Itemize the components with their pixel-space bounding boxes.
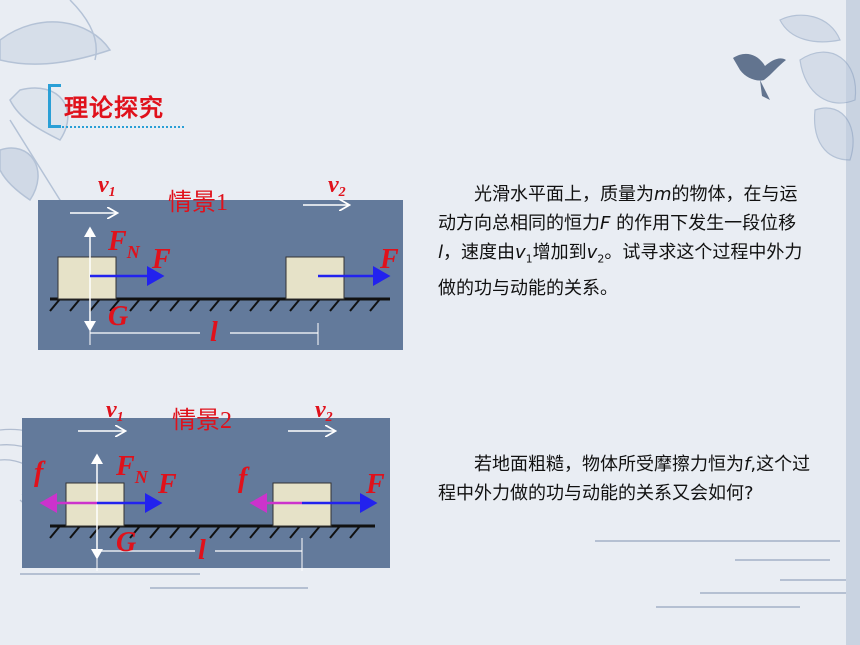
scene1-f-label-right: F: [379, 244, 399, 275]
para1-mass-symbol: m: [654, 184, 672, 205]
scene2-diagram: v1 v2 情景2 FN F F f f G l: [22, 397, 390, 571]
scene2-title: 情景2: [172, 407, 232, 434]
scene1-block-start: [57, 256, 117, 300]
scene1-block-end: [285, 256, 345, 300]
scene1-l-label: l: [210, 317, 218, 348]
svg-text:v1: v1: [98, 172, 116, 200]
scene1-v2-label: v: [328, 172, 339, 198]
scene2-block-end: [272, 482, 332, 527]
para2-friction-symbol: f: [744, 454, 751, 475]
para1-text-d: ，速度由: [443, 242, 516, 263]
scene1-v1-sub: 1: [109, 185, 116, 200]
svg-text:v2: v2: [328, 172, 346, 200]
scene2-v1-sub: 1: [117, 410, 124, 425]
para1-v1-sub: 1: [525, 252, 533, 266]
scene2-l-label: l: [198, 535, 206, 566]
para1-text-c: 的作用下发生一段位移: [610, 213, 797, 234]
scene1-v1-label: v: [98, 172, 109, 198]
para1-text-f: 。试寻求这个过程中外力做的功与动能的关系。: [438, 242, 803, 299]
svg-text:v1: v1: [106, 397, 124, 425]
svg-text:FN: FN: [107, 226, 141, 262]
title-underline: [54, 124, 184, 128]
para1-v2-symbol: v: [586, 242, 598, 263]
para2-text-a: 若地面粗糙，物体所受摩擦力恒为: [474, 454, 744, 475]
scene1-title: 情景1: [168, 189, 228, 216]
scene2-g-label: G: [116, 527, 136, 558]
title-bracket: [48, 84, 61, 128]
scene2-friction-label-right: f: [238, 463, 250, 494]
scene2-f-label-left: F: [157, 469, 177, 500]
para1-v2-sub: 2: [597, 252, 605, 266]
scene2-f-label-right: F: [365, 469, 385, 500]
scene1-fn-label: F: [107, 226, 127, 257]
scene1-diagram: v1 v2 情景1 FN F F G l: [38, 172, 403, 350]
para1-text-e: 增加到: [532, 242, 587, 263]
scene1-fn-sub: N: [126, 242, 141, 262]
scene2-fn-sub: N: [134, 467, 149, 487]
scene1-f-label-left: F: [151, 244, 171, 275]
page-title: 理论探究: [64, 94, 164, 122]
scene1-v2-sub: 2: [338, 185, 346, 200]
section-header: 理论探究: [48, 80, 188, 128]
scene2-v2-sub: 2: [325, 410, 333, 425]
svg-text:FN: FN: [115, 451, 149, 487]
scene2-ground-hatch: [49, 525, 361, 539]
para1-text-a: 光滑水平面上，质量为: [474, 184, 654, 205]
scene2-friction-label-left: f: [34, 457, 46, 488]
question-paragraph-2: 若地面粗糙，物体所受摩擦力恒为f,这个过程中外力做的功与动能的关系又会如何?: [438, 450, 818, 508]
scene2-fn-label: F: [115, 451, 135, 482]
scene2-v2-label: v: [315, 397, 326, 423]
scene2-block-start: [65, 482, 125, 527]
para1-force-symbol: F: [600, 213, 611, 234]
svg-text:v2: v2: [315, 397, 333, 425]
scene2-v1-label: v: [106, 397, 117, 423]
scene1-g-label: G: [108, 301, 128, 332]
para1-text-b: 的物体，在与运动方向总相同的恒力: [438, 184, 798, 234]
question-paragraph-1: 光滑水平面上，质量为m的物体，在与运动方向总相同的恒力F 的作用下发生一段位移 l…: [438, 180, 808, 303]
para1-displacement-symbol: l: [438, 242, 444, 263]
para1-v1-symbol: v: [515, 242, 526, 263]
scene1-ground-hatch: [49, 298, 381, 312]
para2-text-b: ,这个过程中外力做的功与动能的关系又会如何?: [438, 454, 811, 504]
